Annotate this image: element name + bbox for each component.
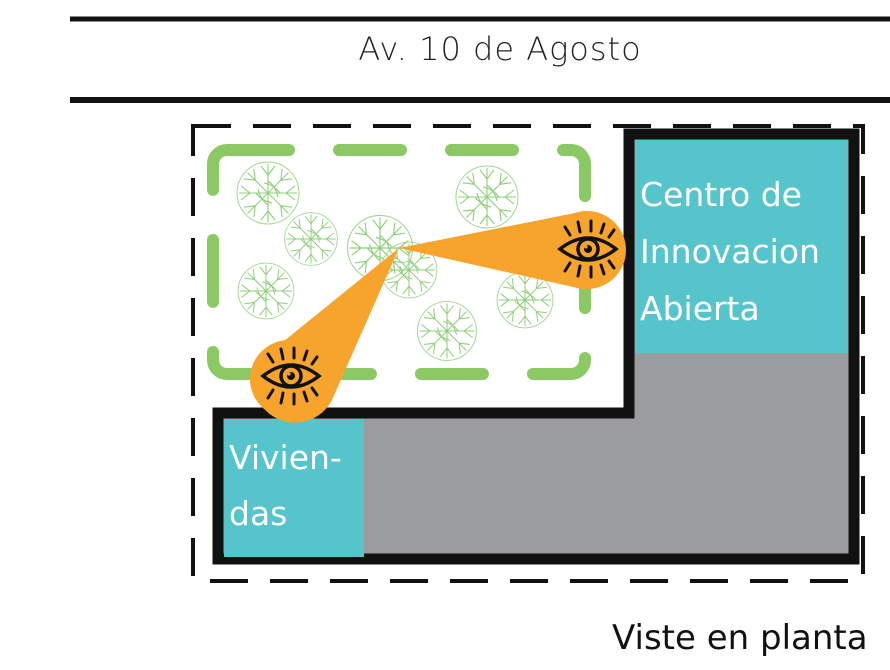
centro-label-line1: Centro de bbox=[640, 175, 802, 214]
viviendas-label-line1: Vivien- bbox=[229, 438, 342, 477]
centro-label-line2: Innovacion bbox=[640, 232, 820, 271]
tree-icon bbox=[417, 301, 477, 361]
viviendas-label: Vivien- das bbox=[229, 430, 369, 542]
centro-label: Centro de Innovacion Abierta bbox=[640, 166, 855, 337]
plan-view-caption: Viste en planta bbox=[612, 618, 868, 658]
tree-icon bbox=[284, 212, 338, 266]
centro-label-line3: Abierta bbox=[640, 289, 760, 328]
viviendas-label-line2: das bbox=[229, 494, 288, 533]
centro-block bbox=[635, 140, 848, 353]
site-boundary bbox=[191, 124, 865, 583]
tree-icon bbox=[236, 161, 300, 225]
street-label: Av. 10 de Agosto bbox=[358, 30, 642, 68]
viviendas-block bbox=[224, 419, 364, 557]
tree-icon bbox=[455, 165, 519, 229]
tree-icon bbox=[237, 262, 295, 320]
